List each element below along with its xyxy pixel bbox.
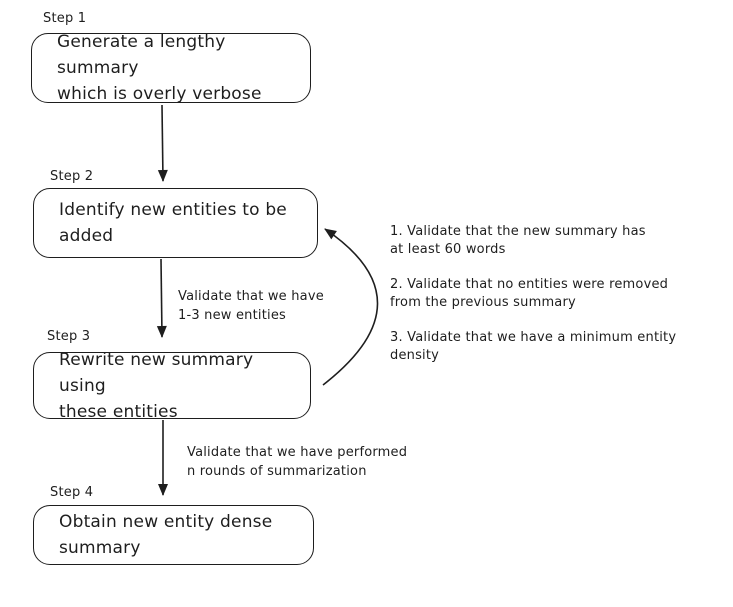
loop-arrow-step3-to-step2 [322,228,379,386]
arrow-step1-to-step2 [157,104,168,182]
step-3-label: Step 3 [47,329,91,344]
validation-item-3: 3. Validate that we have a minimum entit… [390,330,677,363]
step-1-label: Step 1 [43,11,87,26]
validation-item-2: 2. Validate that no entities were remove… [390,277,669,310]
arrow-step2-to-step3 [156,258,167,338]
step-4-label: Step 4 [50,485,94,500]
step-2-label: Step 2 [50,169,94,184]
